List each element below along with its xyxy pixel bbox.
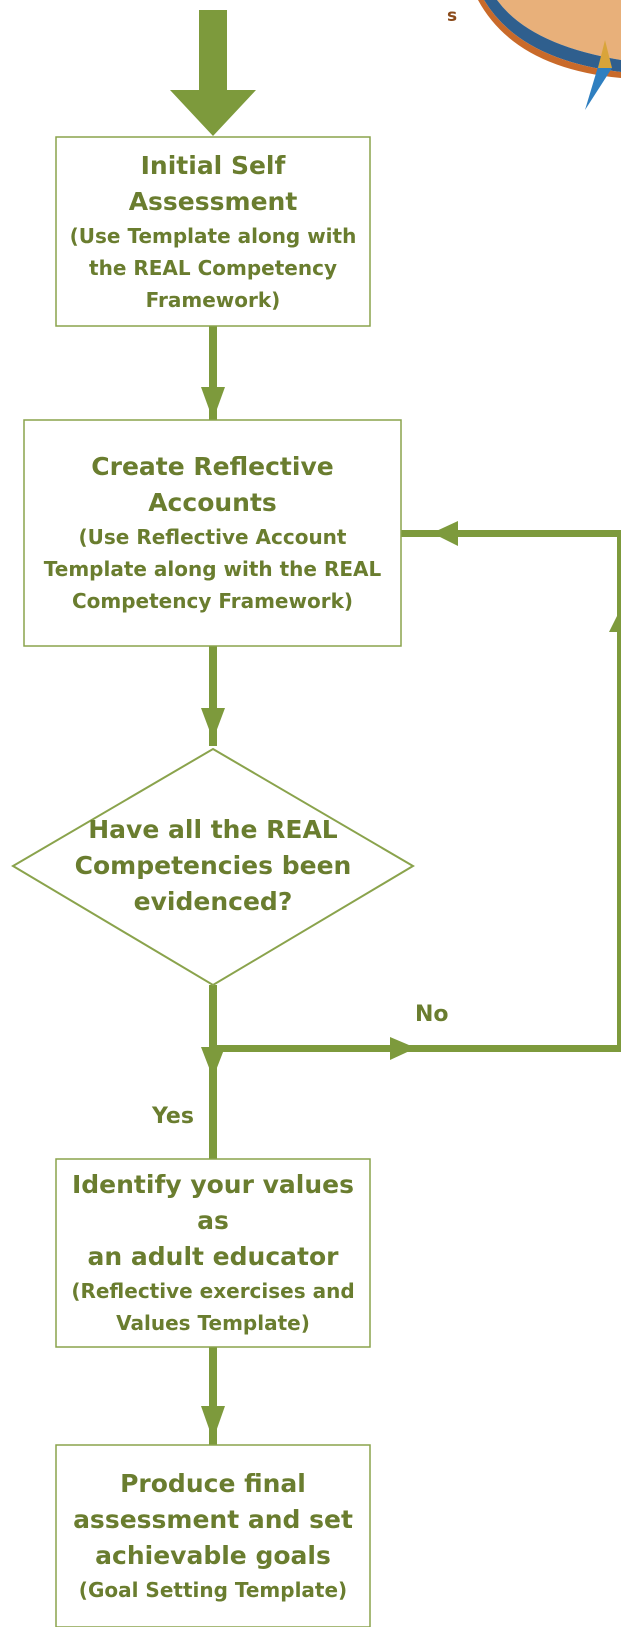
initial-assessment-sub-1: (Use Template along with xyxy=(69,223,357,248)
reflective-accounts-sub-2: Template along with the REAL xyxy=(43,557,382,581)
reflective-accounts-sub-1: (Use Reflective Account xyxy=(78,525,347,549)
identify-values-content: Identify your values as an adult educato… xyxy=(56,1159,370,1347)
initial-assessment-sub-3: Framework) xyxy=(145,287,281,312)
arrowhead-yes xyxy=(201,1047,225,1078)
arrowhead-loop-up xyxy=(609,608,621,632)
initial-assessment-content: Initial Self Assessment (Use Template al… xyxy=(56,137,370,326)
reflective-accounts-sub-3: Competency Framework) xyxy=(71,589,354,613)
arrowhead-no xyxy=(390,1037,416,1060)
compass-logo xyxy=(478,0,621,110)
arrowhead-decision xyxy=(201,708,225,740)
yes-label: Yes xyxy=(152,1104,194,1129)
identify-values-title-1: Identify your values as xyxy=(71,1170,355,1235)
arrowhead-loop-left xyxy=(432,521,458,546)
no-label: No xyxy=(415,1002,449,1027)
final-assessment-sub-1: (Goal Setting Template) xyxy=(78,1578,348,1602)
identify-values-title-2: an adult educator xyxy=(87,1242,339,1271)
final-assessment-title-2: assessment and set xyxy=(73,1505,353,1534)
box-identify-values xyxy=(55,1158,371,1348)
box-produce-final-assessment xyxy=(55,1444,371,1627)
connector-initial-reflective xyxy=(209,325,217,392)
reflective-accounts-content: Create Reflective Accounts (Use Reflecti… xyxy=(24,420,401,646)
initial-assessment-title: Initial Self Assessment xyxy=(128,150,298,216)
connector-reflective-decision xyxy=(209,646,217,711)
decision-content: Have all the REAL Competencies been evid… xyxy=(63,790,363,942)
final-assessment-title-1: Produce final xyxy=(120,1469,306,1498)
identify-values-sub-2: Values Template) xyxy=(116,1311,310,1335)
decision-diamond xyxy=(11,747,415,987)
decision-line-3: evidenced? xyxy=(133,887,293,916)
connector-values-final xyxy=(209,1346,217,1410)
arrowhead-final xyxy=(201,1406,225,1440)
identify-values-sub-1: (Reflective exercises and xyxy=(71,1279,355,1303)
box-initial-self-assessment xyxy=(55,136,371,327)
entry-arrow xyxy=(170,10,256,136)
box-create-reflective-accounts xyxy=(23,419,402,647)
connector-loop-horizontal xyxy=(400,530,621,537)
decision-line-2: Competencies been xyxy=(74,851,352,880)
decision-line-1: Have all the REAL xyxy=(88,815,338,844)
connector-no-horizontal xyxy=(213,1045,621,1052)
final-assessment-content: Produce final assessment and set achieva… xyxy=(56,1445,370,1627)
reflective-accounts-title: Create Reflective Accounts xyxy=(91,452,334,517)
connector-loop-vertical xyxy=(617,532,621,1052)
initial-assessment-sub-2: the REAL Competency xyxy=(89,255,337,280)
final-assessment-title-3: achievable goals xyxy=(95,1541,331,1570)
arrowhead-reflective xyxy=(201,387,225,420)
corner-text-fragment: s xyxy=(447,6,458,26)
